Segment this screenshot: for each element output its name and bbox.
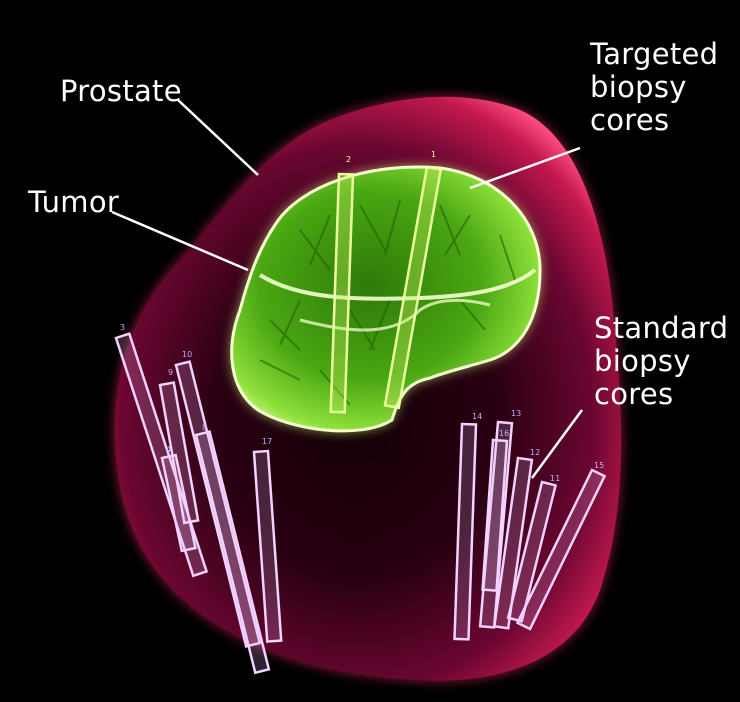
core-number: 16 [499,429,509,438]
core-number: 13 [511,409,521,418]
standard-biopsy-cores-label: Standard biopsy cores [594,311,729,411]
standard-cores-right [453,420,607,641]
targeted-leader-line [469,146,581,190]
core-number: 9 [168,368,173,377]
standard-core-15 [515,468,607,631]
core-number: 4 [166,445,171,454]
targeted-core-1 [383,165,443,410]
core-number: 15 [594,461,604,470]
standard-core-4 [160,453,197,553]
prostate-label: Prostate [60,74,182,108]
standard-leader-line [530,409,584,479]
standard-core-numbers: 3 9 10 4 8 17 14 13 16 12 11 15 [120,323,604,483]
core-number: 11 [550,474,560,483]
standard-core-10 [174,360,262,648]
tumor-label: Tumor [28,185,120,219]
standard-core-14 [453,422,478,641]
standard-core-11 [506,480,558,623]
targeted-cores: 2 1 [329,150,443,414]
standard-cores-left [114,332,283,675]
standard-core-9 [158,381,200,525]
standard-core-8 [194,430,271,675]
tumor-contour-ring [258,268,537,301]
prostate-leader-line [177,99,259,176]
standard-core-16 [481,438,509,592]
leader-lines [111,99,584,479]
tumor-leader-line [111,210,249,272]
core-number: 1 [431,150,436,159]
core-number: 12 [530,448,540,457]
core-number: 10 [182,350,192,359]
core-number: 14 [472,412,482,421]
core-number: 8 [202,423,207,432]
standard-core-12 [492,456,534,630]
core-number: 3 [120,323,125,332]
core-number: 17 [262,437,272,446]
standard-core-17 [252,449,283,643]
targeted-biopsy-cores-label: Targeted biopsy cores [590,37,719,137]
targeted-core-2 [329,172,355,414]
core-number: 2 [346,155,351,164]
